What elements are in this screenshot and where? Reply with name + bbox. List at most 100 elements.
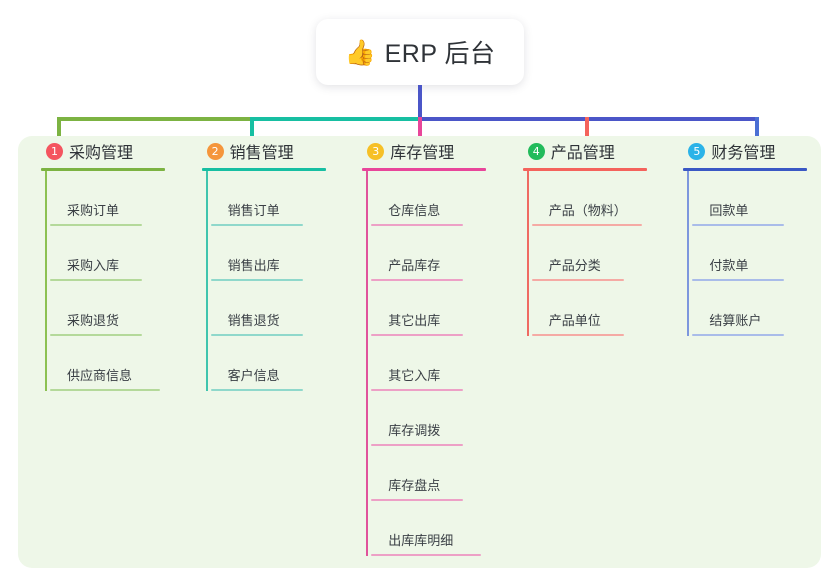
leaf-label: 销售出库 — [227, 258, 280, 273]
leaf-label: 回款单 — [709, 203, 749, 218]
leaf-item[interactable]: 销售出库 — [206, 226, 340, 281]
leaf-label: 销售退货 — [227, 313, 280, 328]
column-header[interactable]: 2 销售管理 — [201, 136, 340, 166]
column-header[interactable]: 4 产品管理 — [522, 136, 661, 166]
leaf-rule — [692, 334, 785, 336]
leaf-label: 其它入库 — [388, 368, 441, 383]
leaf-rule — [50, 389, 160, 391]
leaf-label: 结算账户 — [709, 313, 762, 328]
leaf-item[interactable]: 客户信息 — [206, 336, 340, 391]
diagram-panel — [18, 136, 821, 568]
leaf-rule — [371, 444, 464, 446]
leaf-label: 采购订单 — [67, 203, 120, 218]
leaf-rule — [210, 224, 303, 226]
leaf-rule — [210, 389, 303, 391]
leaf-rule — [371, 334, 464, 336]
leaf-spine — [687, 171, 690, 336]
leaf-label: 产品分类 — [548, 258, 601, 273]
leaf-item[interactable]: 库存调拨 — [366, 391, 500, 446]
leaf-rule — [692, 279, 785, 281]
leaf-label: 产品库存 — [388, 258, 441, 273]
column-title: 采购管理 — [69, 145, 134, 162]
leaf-label: 库存盘点 — [388, 478, 441, 493]
leaf-item[interactable]: 其它出库 — [366, 281, 500, 336]
leaf-item[interactable]: 结算账户 — [687, 281, 821, 336]
column-header-rule — [362, 168, 487, 171]
leaf-list: 销售订单 销售出库 销售退货 客户信息 — [201, 171, 340, 391]
leaf-item[interactable]: 仓库信息 — [366, 171, 500, 226]
column-title: 销售管理 — [229, 145, 294, 162]
column-title: 库存管理 — [390, 145, 455, 162]
leaf-item[interactable]: 采购退货 — [45, 281, 179, 336]
column-purchasing: 1 采购管理 采购订单 采购入库 采购退货 供应商信息 — [18, 136, 179, 391]
leaf-item[interactable]: 产品（物料） — [527, 171, 661, 226]
column-finance: 5 财务管理 回款单 付款单 结算账户 — [660, 136, 821, 336]
root-node[interactable]: 👍 ERP 后台 — [316, 19, 524, 85]
leaf-rule — [50, 279, 142, 281]
column-header[interactable]: 3 库存管理 — [361, 136, 500, 166]
leaf-list: 回款单 付款单 结算账户 — [682, 171, 821, 336]
leaf-label: 仓库信息 — [388, 203, 441, 218]
leaf-label: 供应商信息 — [67, 368, 133, 383]
column-number-badge: 5 — [688, 142, 706, 160]
leaf-list: 产品（物料） 产品分类 产品单位 — [522, 171, 661, 336]
root-title: ERP 后台 — [384, 40, 496, 68]
column-title: 产品管理 — [550, 145, 615, 162]
column-header[interactable]: 5 财务管理 — [682, 136, 821, 166]
leaf-rule — [531, 334, 624, 336]
leaf-rule — [371, 499, 464, 501]
leaf-item[interactable]: 采购订单 — [45, 171, 179, 226]
leaf-spine — [366, 171, 369, 556]
leaf-item[interactable]: 出库库明细 — [366, 501, 500, 556]
leaf-rule — [371, 389, 464, 391]
column-header-rule — [522, 168, 647, 171]
leaf-rule — [692, 224, 785, 226]
column-number-badge: 1 — [46, 142, 63, 160]
leaf-list: 采购订单 采购入库 采购退货 供应商信息 — [40, 171, 179, 391]
leaf-rule — [371, 279, 464, 281]
leaf-item[interactable]: 其它入库 — [366, 336, 500, 391]
column-number-badge: 2 — [206, 142, 224, 160]
column-sales: 2 销售管理 销售订单 销售出库 销售退货 客户信息 — [179, 136, 340, 391]
leaf-rule — [371, 554, 482, 556]
column-number-badge: 4 — [527, 142, 545, 160]
columns-container: 1 采购管理 采购订单 采购入库 采购退货 供应商信息 — [18, 136, 821, 568]
leaf-rule — [50, 334, 142, 336]
leaf-spine — [205, 171, 208, 391]
leaf-rule — [371, 224, 464, 226]
leaf-label: 出库库明细 — [388, 533, 454, 548]
column-header-rule — [41, 168, 165, 171]
leaf-label: 采购入库 — [67, 258, 120, 273]
leaf-rule — [531, 224, 642, 226]
leaf-rule — [210, 279, 303, 281]
leaf-item[interactable]: 回款单 — [687, 171, 821, 226]
leaf-rule — [210, 334, 303, 336]
thumbs-up-icon: 👍 — [344, 37, 376, 67]
leaf-list: 仓库信息 产品库存 其它出库 其它入库 库存调拨 库存盘点 — [361, 171, 500, 556]
leaf-rule — [50, 224, 142, 226]
leaf-spine — [45, 171, 47, 391]
leaf-label: 产品（物料） — [548, 203, 627, 218]
column-number-badge: 3 — [367, 142, 385, 160]
column-product: 4 产品管理 产品（物料） 产品分类 产品单位 — [500, 136, 661, 336]
leaf-item[interactable]: 销售订单 — [206, 171, 340, 226]
column-header-rule — [201, 168, 326, 171]
leaf-item[interactable]: 产品库存 — [366, 226, 500, 281]
leaf-item[interactable]: 付款单 — [687, 226, 821, 281]
leaf-spine — [526, 171, 529, 336]
leaf-rule — [531, 279, 624, 281]
leaf-label: 付款单 — [709, 258, 749, 273]
leaf-label: 产品单位 — [548, 313, 601, 328]
column-title: 财务管理 — [711, 145, 776, 162]
leaf-item[interactable]: 销售退货 — [206, 281, 340, 336]
leaf-label: 客户信息 — [227, 368, 280, 383]
leaf-label: 其它出库 — [388, 313, 441, 328]
leaf-item[interactable]: 供应商信息 — [45, 336, 179, 391]
leaf-label: 库存调拨 — [388, 423, 441, 438]
leaf-item[interactable]: 库存盘点 — [366, 446, 500, 501]
column-header[interactable]: 1 采购管理 — [40, 136, 179, 166]
leaf-item[interactable]: 采购入库 — [45, 226, 179, 281]
leaf-item[interactable]: 产品分类 — [527, 226, 661, 281]
leaf-item[interactable]: 产品单位 — [527, 281, 661, 336]
leaf-label: 采购退货 — [67, 313, 120, 328]
